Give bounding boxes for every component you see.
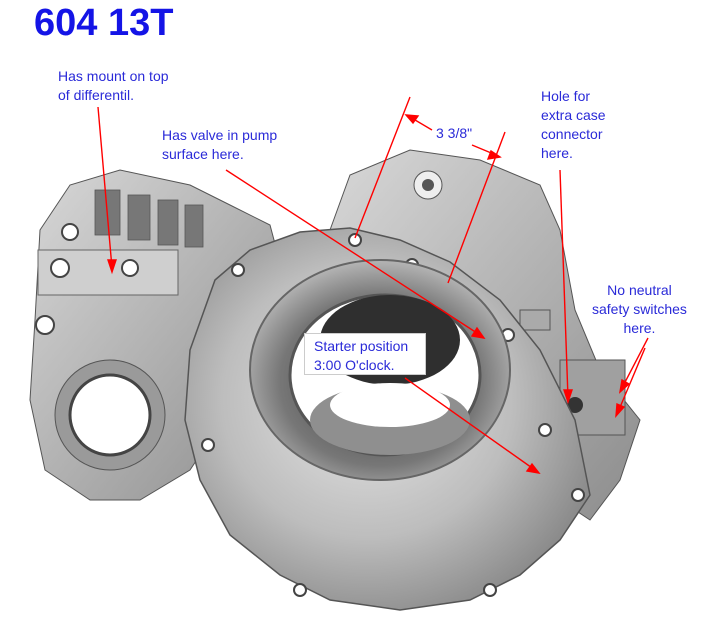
neutral-annotation: No neutral safety switches here. (592, 282, 687, 336)
starter-annotation: Starter position 3:00 O'clock. (304, 333, 426, 375)
valve-annotation: Has valve in pump surface here. (162, 127, 278, 162)
hole-annotation: Hole for extra case connector here. (541, 88, 606, 161)
page-title: 604 13T (34, 2, 174, 44)
mount-annotation: Has mount on top of differentil. (58, 68, 169, 103)
distance-annotation: 3 3/8" (436, 125, 473, 141)
